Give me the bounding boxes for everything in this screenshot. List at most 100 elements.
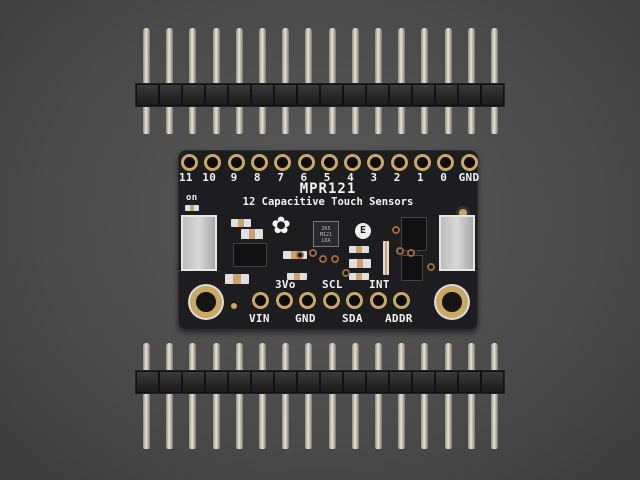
header-pin: [421, 343, 429, 449]
touch-pin-label: 6: [300, 171, 308, 184]
mounting-hole-right: [436, 286, 468, 318]
touch-pin-label: 9: [230, 171, 238, 184]
header-segment: [436, 372, 457, 392]
touch-pin-label: 2: [393, 171, 401, 184]
chip-marking-line: M121: [319, 232, 333, 238]
breakout-pin-pad: [369, 292, 387, 309]
header-pin: [282, 343, 290, 449]
touch-pin-label: 1: [417, 171, 424, 184]
header-segment: [229, 85, 250, 105]
header-segment: [298, 85, 319, 105]
header-segment: [321, 372, 342, 392]
touch-pin-pad: [320, 154, 338, 171]
header-pin: [305, 28, 313, 134]
header-pin: [467, 343, 475, 449]
header-segment: [482, 85, 503, 105]
header-segment: [413, 372, 434, 392]
header-pin: [351, 28, 359, 134]
fiducial-dot: [231, 303, 237, 309]
header-pin: [189, 343, 197, 449]
header-segment: [275, 85, 296, 105]
chip-marking-line: 2K5: [321, 226, 331, 232]
touch-pin-pad: [181, 154, 198, 171]
level-shifter-chip: [401, 217, 427, 251]
header-segment: [367, 85, 388, 105]
touch-pin-pad: [344, 154, 362, 171]
pin-label-int: INT: [369, 278, 390, 291]
header-segment: [206, 85, 227, 105]
breakout-pin-pad: [275, 292, 293, 309]
header-pin: [398, 343, 406, 449]
capacitor: [241, 229, 263, 239]
via: [427, 263, 435, 271]
header-segment: [252, 85, 273, 105]
header-pin: [212, 28, 220, 134]
header-pin: [166, 28, 174, 134]
header-segment: [367, 372, 388, 392]
header-segment: [298, 372, 319, 392]
pin-label-3vo: 3Vo: [275, 278, 296, 291]
header-pin: [328, 28, 336, 134]
mounting-dot: [459, 209, 467, 217]
board-subtitle: 12 Capacitive Touch Sensors: [242, 196, 414, 208]
header-pin: [467, 28, 475, 134]
header-segment: [183, 85, 204, 105]
header-pin: [189, 28, 197, 134]
capacitor: [349, 259, 371, 268]
touch-pin-label: GND: [458, 171, 480, 184]
touch-pin-label: 0: [440, 171, 448, 184]
header-pin: [351, 343, 359, 449]
touch-pin-label: 8: [253, 171, 261, 184]
header-pin: [328, 343, 336, 449]
pin-label-addr: ADDR: [385, 312, 413, 325]
via: [309, 249, 317, 257]
power-led: [185, 205, 199, 211]
header-pin: [305, 343, 313, 449]
header-segment: [321, 85, 342, 105]
header-pin: [259, 28, 266, 134]
via: [392, 226, 400, 234]
header-pin: [491, 343, 498, 449]
header-pin: [143, 343, 150, 449]
via: [407, 249, 415, 257]
header-pin: [143, 28, 150, 134]
stemma-qt-connector-right: [439, 215, 475, 271]
touch-pin-pad: [204, 154, 222, 171]
breakout-pin-pad: [322, 292, 340, 309]
pin-label-scl: SCL: [322, 278, 343, 291]
header-segment: [137, 85, 158, 105]
header-pin: [375, 343, 382, 449]
header-segment: [344, 372, 365, 392]
header-segment: [275, 372, 296, 392]
touch-pin-pad: [460, 154, 478, 171]
header-segment: [436, 85, 457, 105]
mpr121-chip: 2K5 M121 LKA: [313, 221, 339, 247]
pin-label-gnd: GND: [295, 312, 316, 325]
resistor: [231, 219, 251, 227]
chip-marking-line: LKA: [321, 238, 331, 244]
header-pin: [444, 28, 452, 134]
touch-pin-label: 10: [202, 171, 217, 184]
board-title: MPR121: [299, 181, 357, 197]
breakout-pin-pad: [346, 292, 363, 309]
resistor: [349, 246, 369, 253]
header-segment: [137, 372, 158, 392]
header-plastic-bar: [135, 370, 505, 394]
touch-pin-pad: [390, 154, 408, 171]
resistor: [287, 273, 307, 280]
touch-pin-label: 5: [323, 171, 331, 184]
int-led: [383, 241, 389, 275]
voltage-regulator: [233, 243, 267, 267]
header-pin: [491, 28, 498, 134]
touch-pin-pad: [367, 154, 385, 171]
touch-pin-pad: [227, 154, 245, 171]
header-segment: [229, 372, 250, 392]
header-segment: [459, 372, 480, 392]
top-pin-header: [135, 28, 505, 134]
mounting-hole-left: [190, 286, 222, 318]
breakout-pin-pad: [252, 292, 269, 309]
touch-pin-label: 4: [347, 171, 355, 184]
header-segment: [206, 372, 227, 392]
breakout-pin-pad: [393, 292, 410, 309]
